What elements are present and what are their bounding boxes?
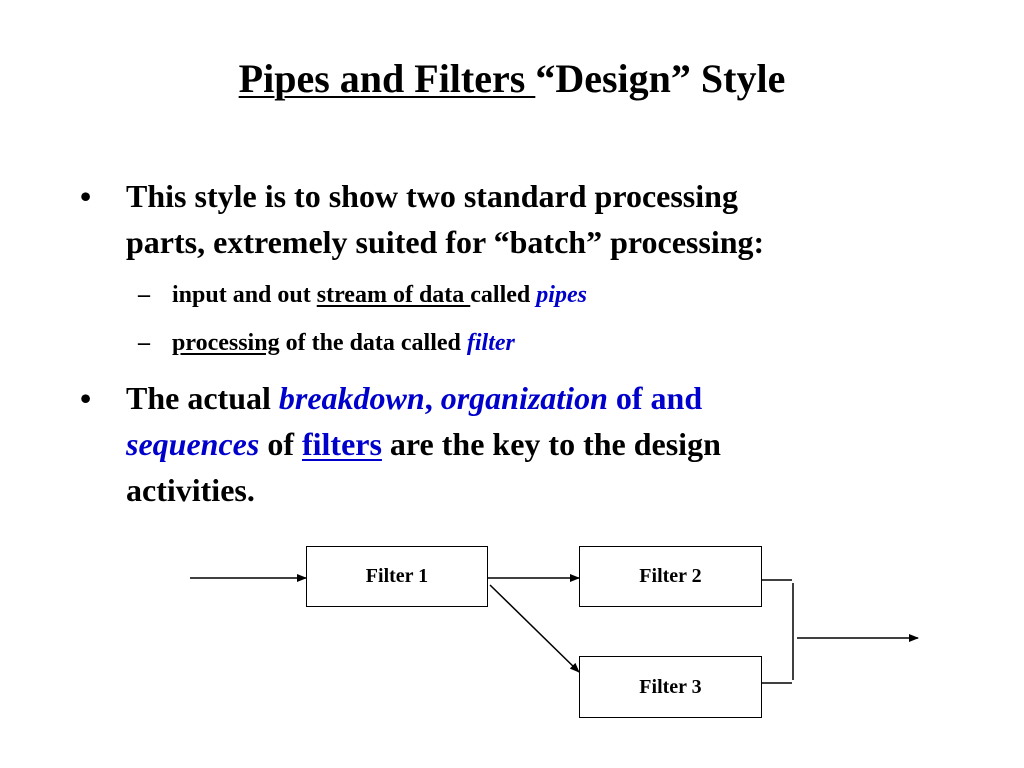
bullet-1-text: This style is to show two standard proce… xyxy=(126,173,946,265)
subbullet-1-text: input and out stream of data called pipe… xyxy=(172,280,587,310)
subbullet-marker: – xyxy=(138,330,150,356)
stream-of-data-term: stream of data xyxy=(316,282,471,308)
bullet-marker: • xyxy=(80,380,92,416)
filter-1-box: Filter 1 xyxy=(306,546,488,607)
bullet-1-line-1: This style is to show two standard proce… xyxy=(126,178,738,214)
organization-term: organization xyxy=(440,380,608,416)
bullet-2-text: The actual breakdown, organization of an… xyxy=(126,375,946,513)
subbullet-2-mid: of the data called xyxy=(279,330,467,356)
filter-2-box: Filter 2 xyxy=(579,546,762,607)
title-underlined: Pipes and Filters xyxy=(238,56,536,101)
bullet-2-part1: The actual xyxy=(126,380,279,416)
bullet-marker: • xyxy=(80,178,92,214)
sequences-term: sequences xyxy=(126,426,260,462)
pipes-term: pipes xyxy=(536,282,587,308)
bullet-2-line-2: sequences of filters are the key to the … xyxy=(126,421,946,467)
bullet-2-rest: are the key to the design xyxy=(381,426,721,462)
title-rest: “Design” Style xyxy=(535,56,786,101)
filters-term: filters xyxy=(301,426,382,462)
filter-3-box: Filter 3 xyxy=(579,656,762,718)
subbullet-2-text: processing of the data called filter xyxy=(172,328,515,358)
subbullet-1-pre: input and out xyxy=(172,282,317,308)
of-word: of xyxy=(259,426,302,462)
bullet-2-line-3: activities. xyxy=(126,472,255,508)
slide-title: Pipes and Filters “Design” Style xyxy=(0,56,1024,102)
bullet-2-line-1: The actual breakdown, organization of an… xyxy=(126,375,946,421)
filter-term: filter xyxy=(466,330,515,356)
subbullet-marker: – xyxy=(138,282,150,308)
comma: , xyxy=(424,380,441,416)
bullet-1-line-2: parts, extremely suited for “batch” proc… xyxy=(126,224,765,260)
pipe-1-to-3-arrow xyxy=(489,584,580,673)
subbullet-1-mid: called xyxy=(470,282,537,308)
breakdown-term: breakdown xyxy=(278,380,425,416)
processing-term: processing xyxy=(172,330,280,356)
of-and: of and xyxy=(607,380,703,416)
